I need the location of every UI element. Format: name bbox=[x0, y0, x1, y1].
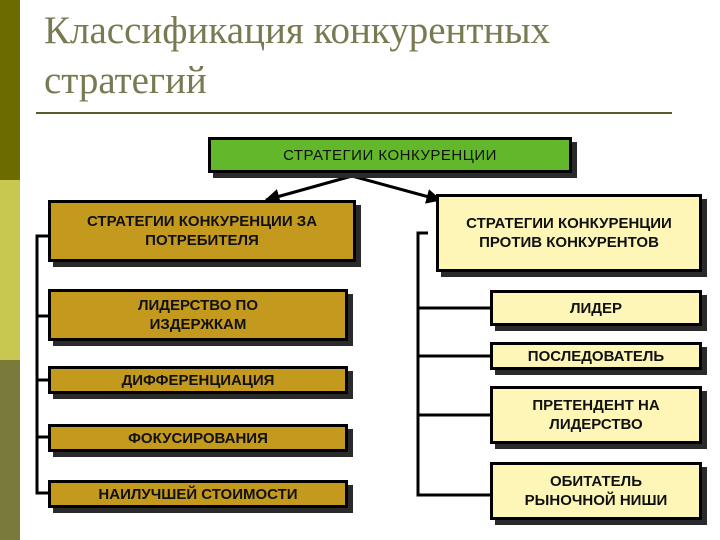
left-bracket-line bbox=[35, 234, 48, 495]
arrow-to-consumer bbox=[264, 174, 353, 204]
niche-box: ОБИТАТЕЛЬ РЫНОЧНОЙ НИШИ bbox=[490, 462, 702, 520]
differentiation-label: ДИФФЕРЕНЦИАЦИЯ bbox=[121, 371, 275, 389]
niche-line1: ОБИТАТЕЛЬ bbox=[549, 473, 642, 490]
slide-title: Классификация конкурентных стратегий bbox=[44, 6, 684, 106]
title-rule bbox=[36, 112, 672, 114]
competitor-header-line1: СТРАТЕГИИ КОНКУРЕНЦИИ bbox=[466, 215, 672, 232]
follower-label: ПОСЛЕДОВАТЕЛЬ bbox=[527, 347, 665, 365]
slide-title-line1: Классификация конкурентных bbox=[44, 9, 551, 52]
side-band-mid bbox=[0, 180, 20, 360]
consumer-header-line2: ПОТРЕБИТЕЛЯ bbox=[145, 232, 259, 249]
focusing-label: ФОКУСИРОВАНИЯ bbox=[128, 429, 268, 447]
root-arrows bbox=[264, 174, 442, 204]
niche-line2: РЫНОЧНОЙ НИШИ bbox=[524, 492, 668, 509]
right-bracket bbox=[416, 231, 490, 497]
follower-box: ПОСЛЕДОВАТЕЛЬ bbox=[490, 342, 702, 370]
best-value-label: НАИЛУЧШЕЙ СТОИМОСТИ bbox=[98, 485, 298, 503]
challenger-box: ПРЕТЕНДЕНТ НА ЛИДЕРСТВО bbox=[490, 386, 702, 444]
focusing-box: ФОКУСИРОВАНИЯ bbox=[48, 424, 348, 452]
best-value-box: НАИЛУЧШЕЙ СТОИМОСТИ bbox=[48, 480, 348, 508]
competitor-header-box: СТРАТЕГИИ КОНКУРЕНЦИИ ПРОТИВ КОНКУРЕНТОВ bbox=[436, 194, 702, 272]
leader-box: ЛИДЕР bbox=[490, 290, 702, 326]
competitor-header-line2: ПРОТИВ КОНКУРЕНТОВ bbox=[479, 234, 659, 251]
arrow-to-competitor bbox=[351, 174, 442, 204]
root-box: СТРАТЕГИИ КОНКУРЕНЦИИ bbox=[208, 137, 572, 173]
left-bracket bbox=[35, 234, 48, 495]
challenger-line1: ПРЕТЕНДЕНТ НА bbox=[532, 397, 660, 414]
slide-title-line2: стратегий bbox=[44, 59, 207, 102]
cost-leadership-line2: ИЗДЕРЖКАМ bbox=[149, 316, 247, 333]
root-label: СТРАТЕГИИ КОНКУРЕНЦИИ bbox=[283, 146, 497, 164]
consumer-header-box: СТРАТЕГИИ КОНКУРЕНЦИИ ЗА ПОТРЕБИТЕЛЯ bbox=[48, 200, 356, 262]
challenger-line2: ЛИДЕРСТВО bbox=[549, 416, 643, 433]
cost-leadership-line1: ЛИДЕРСТВО ПО bbox=[138, 297, 258, 314]
right-bracket-line bbox=[416, 231, 490, 497]
side-band-low bbox=[0, 360, 20, 540]
leader-label: ЛИДЕР bbox=[569, 299, 622, 317]
consumer-header-line1: СТРАТЕГИИ КОНКУРЕНЦИИ ЗА bbox=[86, 213, 318, 230]
cost-leadership-box: ЛИДЕРСТВО ПО ИЗДЕРЖКАМ bbox=[48, 289, 348, 341]
differentiation-box: ДИФФЕРЕНЦИАЦИЯ bbox=[48, 366, 348, 394]
side-band-top bbox=[0, 0, 20, 180]
